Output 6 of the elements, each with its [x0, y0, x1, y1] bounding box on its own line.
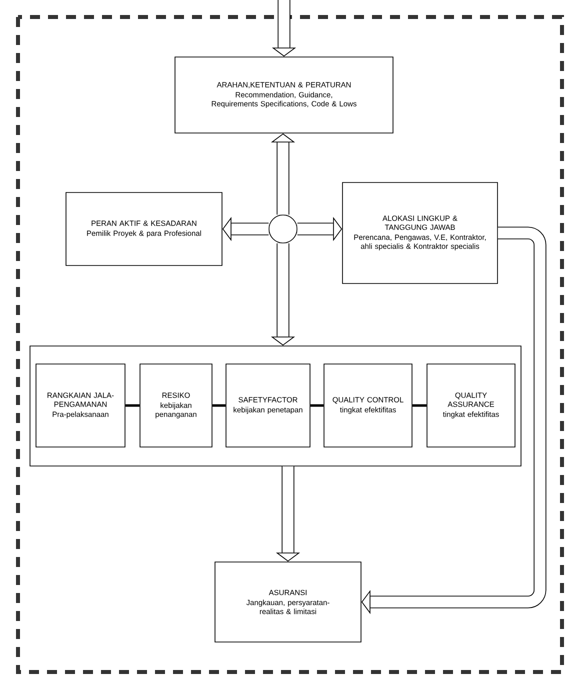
connector-line — [125, 404, 140, 407]
hub-circle — [268, 214, 298, 244]
connector-line — [412, 404, 427, 407]
connector-line — [212, 404, 226, 407]
connector-line — [310, 404, 324, 407]
group-band — [30, 346, 522, 466]
